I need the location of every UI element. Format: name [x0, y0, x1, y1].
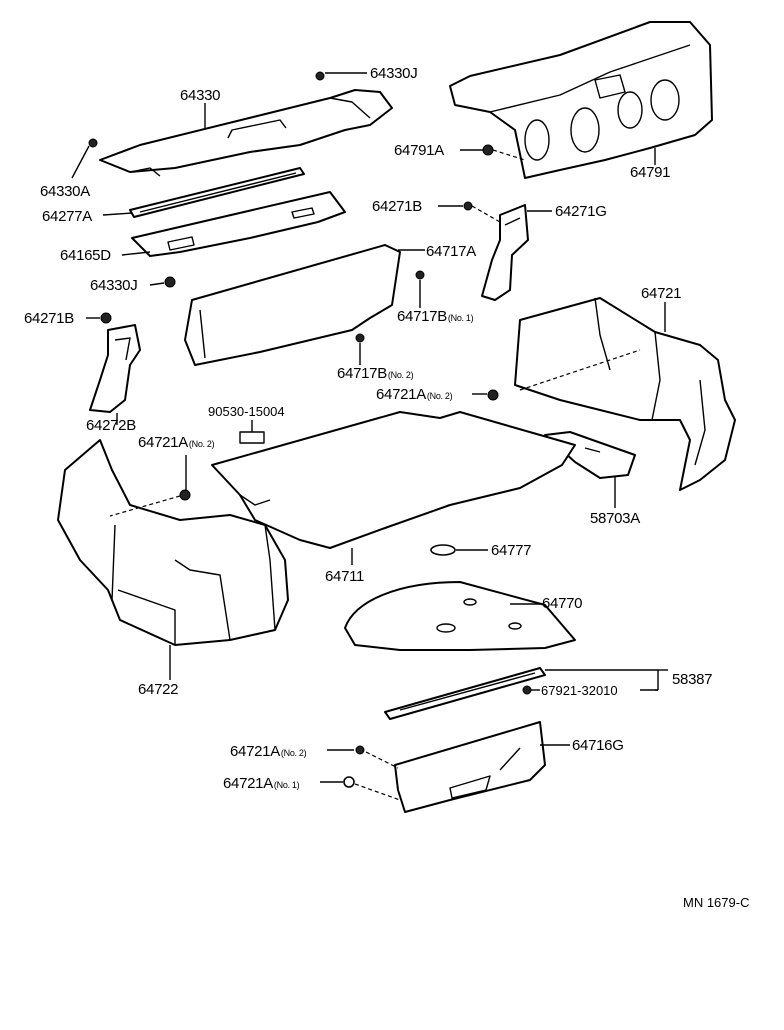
clip-64330J-top	[315, 71, 325, 81]
leader-lines	[71, 72, 666, 801]
sill-plate-58387	[384, 667, 546, 720]
label-64271B-left: 64271B	[24, 310, 74, 327]
clip-64721A-right	[487, 389, 499, 401]
label-64721A-left: 64721A(No. 2)	[138, 434, 215, 451]
mat-64770	[344, 581, 576, 651]
label-67921-32010: 67921-32010	[541, 683, 618, 698]
clip-64721A-b2	[343, 776, 355, 788]
label-64791: 64791	[630, 164, 670, 181]
label-64711: 64711	[325, 568, 364, 585]
label-64271G: 64271G	[555, 203, 607, 220]
label-64165D: 64165D	[60, 247, 111, 264]
label-64717B-no2: 64717B(No. 2)	[337, 365, 414, 382]
panel-64716G	[394, 721, 546, 813]
trim-board-64165D	[131, 191, 346, 257]
diagram-code: MN 1679-C	[683, 895, 749, 910]
label-58703A: 58703A	[590, 510, 640, 527]
clip-64271B-right	[463, 201, 473, 211]
side-trim-64722	[57, 439, 289, 646]
label-58387: 58387	[672, 671, 712, 688]
label-64721: 64721	[641, 285, 681, 302]
bracket-58387	[640, 669, 668, 691]
bracket-64272B	[89, 324, 141, 413]
label-64330: 64330	[180, 87, 220, 104]
label-64717A: 64717A	[426, 243, 476, 260]
label-64330J-mid: 64330J	[90, 277, 137, 294]
rear-package-tray-64791	[449, 21, 713, 179]
label-64721A-b2: 64721A(No. 1)	[223, 775, 300, 792]
label-64777: 64777	[491, 542, 531, 559]
part-labels: 64330J 64330 64330A 64277A 64165D 64330J…	[24, 65, 749, 910]
label-64330J-top: 64330J	[370, 65, 417, 82]
fasteners	[88, 71, 532, 788]
bracket-64271G	[481, 204, 529, 301]
label-64722: 64722	[138, 681, 178, 698]
screw-67921	[522, 685, 532, 695]
clip-64330A	[88, 138, 98, 148]
clip-64791A	[482, 144, 494, 156]
label-64721A-right: 64721A(No. 2)	[376, 386, 453, 403]
label-64272B: 64272B	[86, 417, 136, 434]
label-90530-15004: 90530-15004	[208, 404, 285, 419]
clip-64271B-left	[100, 312, 112, 324]
label-64770: 64770	[542, 595, 582, 612]
label-64716G: 64716G	[572, 737, 624, 754]
weatherstrip-64277A	[129, 167, 305, 218]
clip-64721A-b1	[355, 745, 365, 755]
package-tray-trim-64330	[99, 89, 393, 177]
clip-64330J-mid	[164, 276, 176, 288]
clip-64717B-no2	[355, 333, 365, 343]
label-64791A: 64791A	[394, 142, 444, 159]
clip-64717B-no1	[415, 270, 425, 280]
clip-64721A-left	[179, 489, 191, 501]
label-plate-90530	[239, 431, 265, 444]
label-64271B-right: 64271B	[372, 198, 422, 215]
label-64721A-b1: 64721A(No. 2)	[230, 743, 307, 760]
label-64717B-no1: 64717B(No. 1)	[397, 308, 474, 325]
cap-64777	[430, 544, 456, 556]
panel-64717A	[184, 244, 401, 366]
side-trim-64721	[514, 297, 736, 491]
label-64277A: 64277A	[42, 208, 92, 225]
label-64330A: 64330A	[40, 183, 90, 200]
